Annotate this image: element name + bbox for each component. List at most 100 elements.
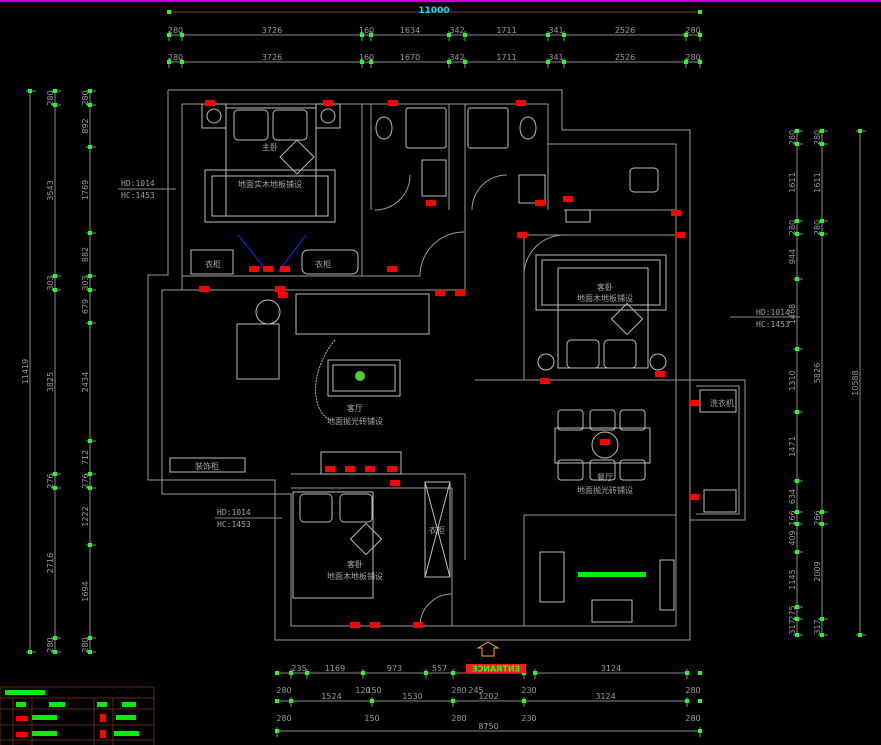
window-hd-3: HD:1014 <box>756 308 790 317</box>
dimension-grip[interactable] <box>275 671 279 675</box>
dimension-grip[interactable] <box>795 605 799 609</box>
dimension-grip[interactable] <box>53 288 57 292</box>
dimension-grip[interactable] <box>53 89 57 93</box>
label-wardrobe-bottom: 衣柜 <box>429 525 445 535</box>
dimension-label: 1145 <box>788 569 797 589</box>
dimension-grip[interactable] <box>167 10 171 14</box>
dimension-label: 341 <box>548 53 563 62</box>
dimension-grip[interactable] <box>88 321 92 325</box>
dimension-grip[interactable] <box>451 699 455 703</box>
dimension-grip[interactable] <box>698 729 702 733</box>
dimension-grip[interactable] <box>698 60 702 64</box>
dimension-grip[interactable] <box>88 439 92 443</box>
dimension-grip[interactable] <box>447 60 451 64</box>
dimension-grip[interactable] <box>795 550 799 554</box>
dimension-label: 317 <box>788 619 797 634</box>
dimension-grip[interactable] <box>546 60 550 64</box>
dimension-grip[interactable] <box>88 486 92 490</box>
dimension-grip[interactable] <box>88 650 92 654</box>
socket-symbol-icon <box>655 371 665 377</box>
dimension-grip[interactable] <box>533 671 537 675</box>
dimension-label: 280 <box>81 637 90 652</box>
dimension-grip[interactable] <box>275 729 279 733</box>
dimension-label-small: 120 <box>355 686 370 695</box>
dimension-grip[interactable] <box>820 510 824 514</box>
dimension-grip[interactable] <box>795 410 799 414</box>
dimension-grip[interactable] <box>28 650 32 654</box>
dimension-grip[interactable] <box>451 671 455 675</box>
dimension-grip[interactable] <box>88 89 92 93</box>
dimension-grip[interactable] <box>463 60 467 64</box>
dimension-grip[interactable] <box>685 671 689 675</box>
dimension-grip[interactable] <box>698 10 702 14</box>
dimension-grip[interactable] <box>88 472 92 476</box>
dimension-label: 2526 <box>615 53 635 62</box>
dimension-grip[interactable] <box>167 60 171 64</box>
dimension-grip[interactable] <box>546 33 550 37</box>
dimension-grip[interactable] <box>28 89 32 93</box>
dimension-label: 1530 <box>402 692 422 701</box>
dimension-grip[interactable] <box>305 671 309 675</box>
dimension-grip[interactable] <box>795 522 799 526</box>
dimension-grip[interactable] <box>447 33 451 37</box>
dimension-grip[interactable] <box>361 671 365 675</box>
dimension-grip[interactable] <box>88 543 92 547</box>
dimension-grip[interactable] <box>275 699 279 703</box>
dimension-grip[interactable] <box>820 617 824 621</box>
dimension-grip[interactable] <box>820 522 824 526</box>
dimension-grip[interactable] <box>53 472 57 476</box>
dimension-grip[interactable] <box>795 347 799 351</box>
dimension-grip[interactable] <box>795 232 799 236</box>
dimension-grip[interactable] <box>424 671 428 675</box>
dimension-grip[interactable] <box>820 232 824 236</box>
dimension-grip[interactable] <box>820 142 824 146</box>
dimension-grip[interactable] <box>858 633 862 637</box>
dimension-grip[interactable] <box>795 510 799 514</box>
dimension-grip[interactable] <box>795 219 799 223</box>
dimension-grip[interactable] <box>522 699 526 703</box>
dimension-grip[interactable] <box>369 33 373 37</box>
dimension-grip[interactable] <box>88 274 92 278</box>
dimension-grip[interactable] <box>795 129 799 133</box>
dimension-grip[interactable] <box>820 129 824 133</box>
dimension-grip[interactable] <box>562 33 566 37</box>
dimension-grip[interactable] <box>820 633 824 637</box>
dimension-grip[interactable] <box>360 33 364 37</box>
dimension-grip[interactable] <box>685 699 689 703</box>
dimension-grip[interactable] <box>88 103 92 107</box>
dimension-grip[interactable] <box>53 636 57 640</box>
room-name-dining-room: 餐厅 <box>597 473 613 482</box>
dimension-grip[interactable] <box>684 33 688 37</box>
dimension-grip[interactable] <box>88 288 92 292</box>
dimension-grip[interactable] <box>88 145 92 149</box>
dimension-grip[interactable] <box>369 60 373 64</box>
dimension-grip[interactable] <box>698 671 702 675</box>
dimension-grip[interactable] <box>88 636 92 640</box>
dimension-grip[interactable] <box>180 60 184 64</box>
dimension-grip[interactable] <box>53 103 57 107</box>
dimension-grip[interactable] <box>562 60 566 64</box>
dimension-grip[interactable] <box>180 33 184 37</box>
walls <box>147 89 746 657</box>
dimension-grip[interactable] <box>795 633 799 637</box>
dimension-grip[interactable] <box>53 274 57 278</box>
dimension-grip[interactable] <box>698 33 702 37</box>
dimension-grip[interactable] <box>167 33 171 37</box>
dimension-grip[interactable] <box>360 60 364 64</box>
dimension-grip[interactable] <box>53 486 57 490</box>
dimension-grip[interactable] <box>463 33 467 37</box>
dimension-grip[interactable] <box>820 219 824 223</box>
dimension-grip[interactable] <box>698 699 702 703</box>
dimension-grip[interactable] <box>88 231 92 235</box>
dimension-grip[interactable] <box>795 277 799 281</box>
dimension-grip[interactable] <box>53 650 57 654</box>
dimension-grip[interactable] <box>795 479 799 483</box>
dimension-grip[interactable] <box>858 129 862 133</box>
dimension-label-small: 150 <box>364 714 379 723</box>
dimension-grip[interactable] <box>795 617 799 621</box>
dimension-grip[interactable] <box>795 142 799 146</box>
dimension-grip[interactable] <box>370 699 374 703</box>
dimension-grip[interactable] <box>684 60 688 64</box>
